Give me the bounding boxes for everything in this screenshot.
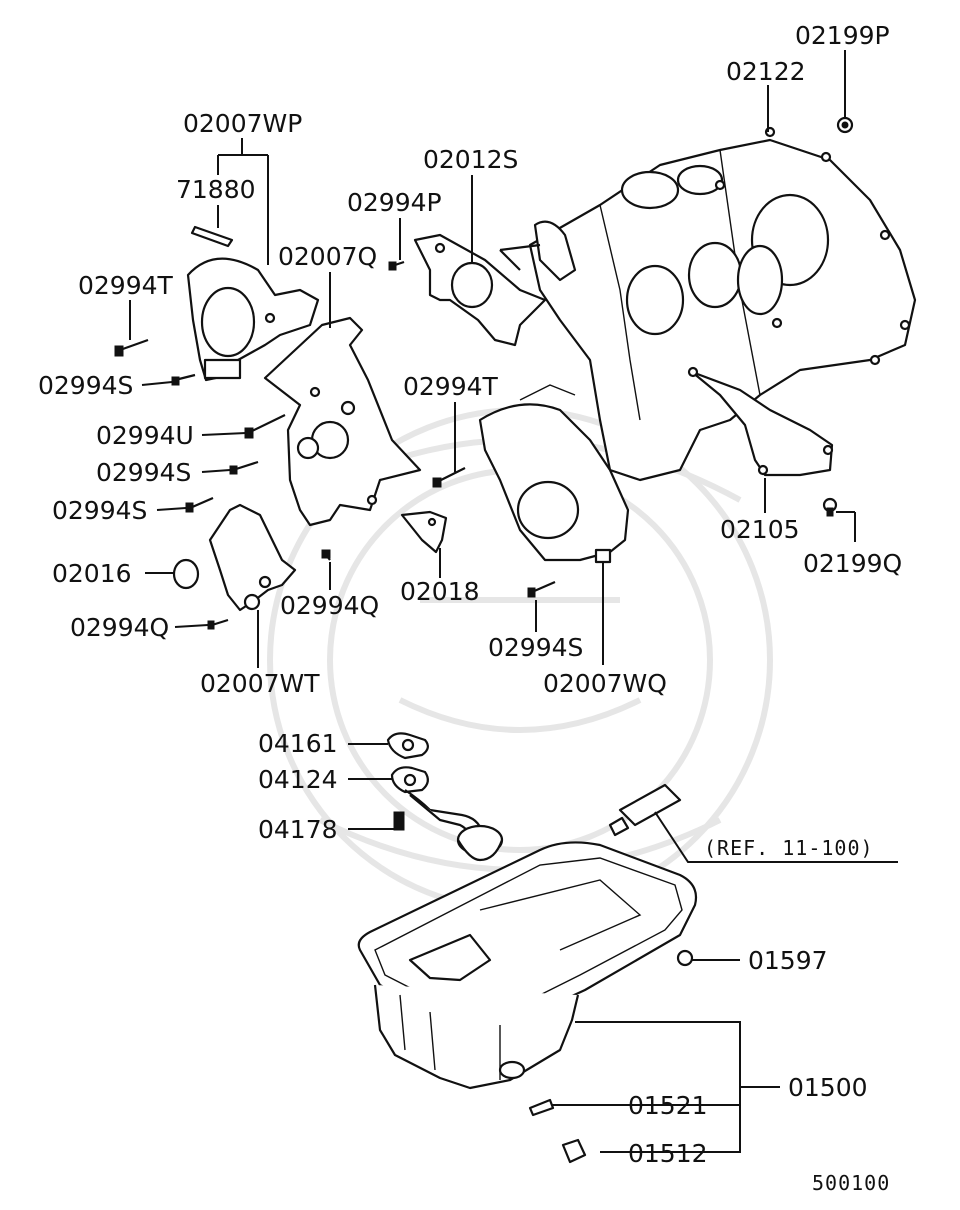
label-02994Q-left: 02994Q bbox=[70, 613, 169, 642]
bolts bbox=[114, 260, 556, 630]
reference-note: (REF. 11-100) bbox=[704, 836, 874, 860]
callout-labels: 02199P 02122 02007WP 71880 02012S 02994P… bbox=[38, 21, 902, 1195]
diagram-id: 500100 bbox=[812, 1171, 890, 1195]
label-02994S-c: 02994S bbox=[52, 496, 147, 525]
oil-pickup bbox=[386, 732, 504, 862]
bracket-02018 bbox=[400, 510, 448, 554]
label-04178: 04178 bbox=[258, 815, 338, 844]
label-02994Q-mid: 02994Q bbox=[280, 591, 379, 620]
label-02199P: 02199P bbox=[795, 21, 890, 50]
front-timing-cover bbox=[478, 384, 630, 564]
label-02007WP: 02007WP bbox=[183, 109, 302, 138]
timing-plate-02007Q bbox=[263, 316, 422, 527]
label-02994T-mid: 02994T bbox=[403, 372, 499, 401]
label-02994S-b: 02994S bbox=[96, 458, 191, 487]
gasket-01521 bbox=[528, 1098, 555, 1117]
bolt-04178 bbox=[393, 811, 405, 831]
label-02007WQ: 02007WQ bbox=[543, 669, 667, 698]
label-02994S-d: 02994S bbox=[488, 633, 583, 662]
label-01512: 01512 bbox=[628, 1139, 708, 1168]
drain-plug-01512 bbox=[561, 1138, 587, 1164]
upper-timing-cover bbox=[186, 257, 320, 382]
label-02994P: 02994P bbox=[347, 188, 442, 217]
label-02018: 02018 bbox=[400, 577, 480, 606]
oil-pan bbox=[357, 841, 698, 1090]
label-02007WT: 02007WT bbox=[200, 669, 320, 698]
label-02105: 02105 bbox=[720, 515, 800, 544]
leader-lines bbox=[129, 50, 898, 1153]
label-02122: 02122 bbox=[726, 57, 806, 86]
seal-strip-71880 bbox=[190, 225, 234, 248]
label-02199Q: 02199Q bbox=[803, 549, 902, 578]
label-01521: 01521 bbox=[628, 1091, 708, 1120]
label-71880: 71880 bbox=[176, 175, 256, 204]
label-02994S-a: 02994S bbox=[38, 371, 133, 400]
label-02007Q: 02007Q bbox=[278, 242, 377, 271]
cap-02016 bbox=[172, 558, 200, 590]
lower-cover-02007WT bbox=[208, 503, 297, 612]
label-02994U: 02994U bbox=[96, 421, 194, 450]
label-02012S: 02012S bbox=[423, 145, 518, 174]
label-01597: 01597 bbox=[748, 946, 828, 975]
engine-block bbox=[499, 126, 917, 482]
label-04161: 04161 bbox=[258, 729, 338, 758]
sealant-tube bbox=[608, 783, 682, 837]
label-04124: 04124 bbox=[258, 765, 338, 794]
bolt-02199P bbox=[836, 116, 854, 134]
label-02994T-left: 02994T bbox=[78, 271, 174, 300]
bolt-01597 bbox=[676, 949, 694, 967]
label-01500: 01500 bbox=[788, 1073, 868, 1102]
label-02016: 02016 bbox=[52, 559, 132, 588]
timing-plate-02012S bbox=[413, 233, 547, 347]
bolt-02199Q bbox=[822, 497, 838, 517]
rear-plate-02105 bbox=[687, 366, 834, 477]
